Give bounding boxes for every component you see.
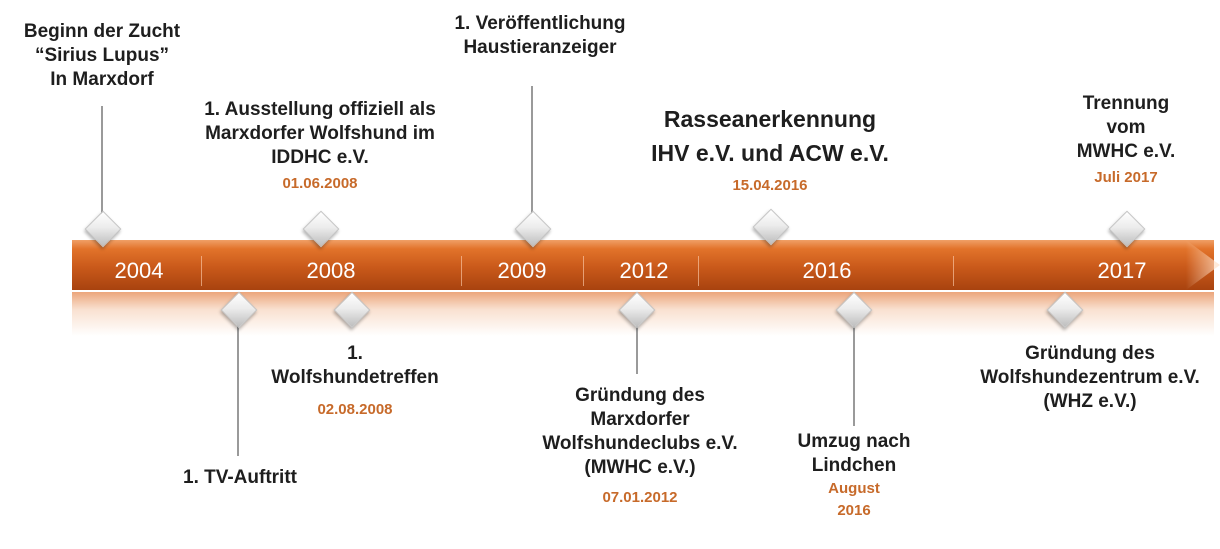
event-text: 1. [347, 343, 363, 364]
stem-mwhc [636, 318, 638, 374]
event-date: August [828, 480, 880, 497]
year-label-2008: 2008 [306, 258, 356, 283]
event-trennung: Trennung vom MWHC e.V. Juli 2017 [1046, 92, 1206, 190]
year-separator [201, 256, 202, 286]
event-text: Lindchen [811, 455, 897, 476]
event-text: Marxdorfer [590, 409, 690, 430]
event-veroeffentlichung: 1. Veröffentlichung Haustieranzeiger [430, 12, 650, 60]
event-text: MWHC e.V. [1076, 141, 1176, 162]
year-label-2012: 2012 [619, 258, 669, 283]
event-text: Beginn der Zucht [23, 21, 181, 42]
event-rasseanerkennung: Rasseanerkennung IHV e.V. und ACW e.V. 1… [620, 102, 920, 198]
event-wolfshundetreffen: 1. Wolfshundetreffen 02.08.2008 [250, 342, 460, 422]
event-date: 2016 [837, 502, 871, 519]
event-text: “Sirius Lupus” [34, 45, 170, 66]
event-text: 1. Veröffentlichung [454, 13, 626, 34]
year-label-2016: 2016 [802, 258, 852, 283]
stem-beginn [101, 106, 103, 216]
event-text: Wolfshundeclubs e.V. [542, 433, 738, 454]
event-text: Rasseanerkennung [663, 106, 877, 132]
event-date: Juli 2017 [1094, 169, 1158, 186]
event-gruendung-mwhc: Gründung des Marxdorfer Wolfshundeclubs … [520, 384, 760, 510]
event-text: vom [1106, 117, 1146, 138]
event-tv-auftritt: 1. TV-Auftritt [150, 466, 330, 490]
event-date: 01.06.2008 [282, 175, 358, 192]
stem-umzug [853, 318, 855, 426]
event-gruendung-whz: Gründung des Wolfshundezentrum e.V. (WHZ… [950, 342, 1220, 414]
event-text: Wolfshundetreffen [271, 367, 439, 388]
event-beginn: Beginn der Zucht “Sirius Lupus” In Marxd… [0, 20, 204, 92]
event-ausstellung: 1. Ausstellung offiziell als Marxdorfer … [180, 98, 460, 196]
year-separator [698, 256, 699, 286]
event-date: 15.04.2016 [732, 177, 808, 194]
event-text: Trennung [1082, 93, 1170, 114]
event-text: Gründung des [1025, 343, 1155, 364]
event-text: (WHZ e.V.) [1043, 391, 1137, 412]
year-separator [583, 256, 584, 286]
stem-tv [237, 318, 239, 456]
year-label-2017: 2017 [1097, 258, 1147, 283]
event-date: 07.01.2012 [602, 489, 678, 506]
event-text: 1. Ausstellung offiziell als [204, 99, 436, 120]
timeline-bar [72, 240, 1214, 290]
event-umzug: Umzug nach Lindchen August 2016 [770, 430, 938, 522]
stem-veroeffentlichung [531, 86, 533, 216]
event-text: IDDHC e.V. [271, 147, 369, 168]
event-text: 1. TV-Auftritt [183, 467, 297, 488]
event-text: Haustieranzeiger [463, 37, 617, 58]
year-separator [461, 256, 462, 286]
year-separator [953, 256, 954, 286]
event-text: Umzug nach [797, 431, 911, 452]
event-date: 02.08.2008 [317, 401, 393, 418]
event-text: Wolfshundezentrum e.V. [980, 367, 1200, 388]
year-label-2009: 2009 [497, 258, 547, 283]
year-label-2004: 2004 [114, 258, 164, 283]
event-text: Gründung des [575, 385, 705, 406]
event-text: (MWHC e.V.) [584, 457, 696, 478]
event-text: IHV e.V. und ACW e.V. [651, 140, 889, 166]
event-text: In Marxdorf [50, 69, 154, 90]
event-text: Marxdorfer Wolfshund im [205, 123, 435, 144]
